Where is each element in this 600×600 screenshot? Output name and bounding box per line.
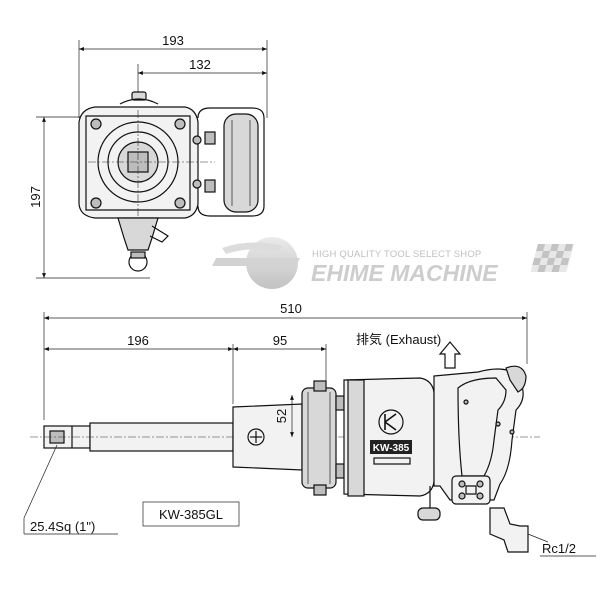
dim-196-label: 196 xyxy=(127,333,149,348)
dim-193-label: 193 xyxy=(162,33,184,48)
end-view-bolts xyxy=(90,118,202,209)
air-inlet-label: Rc1/2 xyxy=(542,541,576,556)
front-flange xyxy=(301,387,337,489)
dim-132-label: 132 xyxy=(189,57,211,72)
end-view: 193 132 197 xyxy=(28,33,268,279)
body-mark-label: KW-385 xyxy=(373,443,410,454)
model-label: KW-385GL xyxy=(159,507,223,522)
dim-510-label: 510 xyxy=(280,301,302,316)
reverse-valve xyxy=(451,475,491,505)
motor-housing xyxy=(433,368,524,501)
end-view-handle-loop xyxy=(197,107,265,217)
exhaust-label: 排気 (Exhaust) xyxy=(356,332,441,347)
square-drive-leader xyxy=(23,444,58,519)
exhaust-arrow-icon xyxy=(438,341,462,369)
dim-52-label: 52 xyxy=(274,409,289,423)
dim-197-label: 197 xyxy=(28,186,43,208)
brand-logo-icon xyxy=(378,409,404,435)
watermark-tagline: HIGH QUALITY TOOL SELECT SHOP xyxy=(312,249,481,260)
watermark-flag-icon xyxy=(530,244,574,272)
square-drive-label: 25.4Sq (1") xyxy=(30,519,95,534)
end-view-side-handle xyxy=(223,113,259,213)
trigger-lever xyxy=(417,507,441,521)
dim-95-label: 95 xyxy=(273,333,287,348)
end-view-air-fitting xyxy=(117,217,159,251)
model-box xyxy=(142,501,240,527)
watermark-brand: EHIME MACHINE xyxy=(311,260,498,286)
air-inlet xyxy=(489,507,529,553)
watermark: HIGH QUALITY TOOL SELECT SHOP EHIME MACH… xyxy=(212,237,574,289)
side-view: 510 196 95 排気 (Exhaust) 52 xyxy=(23,301,596,557)
